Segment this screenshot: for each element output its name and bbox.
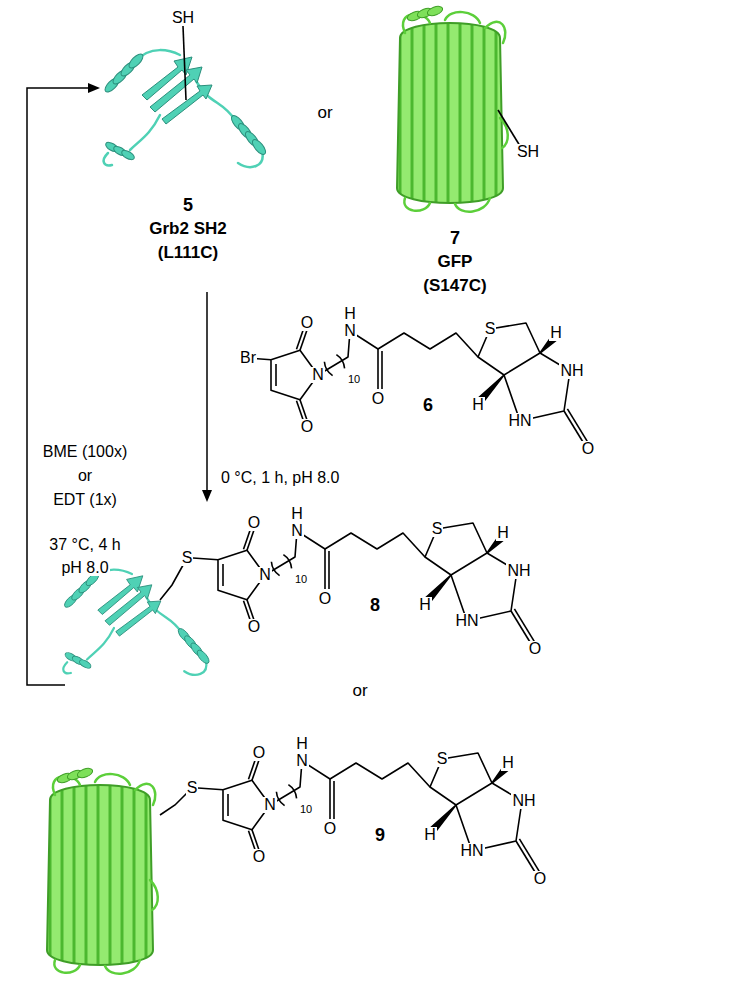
atom-label: H [423,827,437,843]
atom-label: NH [511,793,536,809]
compound-number: 6 [422,396,434,414]
atom-label: N [343,323,357,339]
gfp-cartoon [47,767,158,974]
or-label: or [351,682,368,699]
atom-label: HN [507,413,532,429]
atom-label: 10 [299,804,313,815]
atom-label: H [295,736,309,752]
reaction-arrow [202,292,212,502]
mutation-label: (L111C) [157,244,219,261]
atom-label: Br [239,350,257,366]
atom-label: H [418,597,432,613]
atom-label: O [323,821,337,837]
atom-label: S [186,780,199,796]
atom-label: 10 [347,374,361,385]
condition-text: or [77,468,93,484]
condition-text: pH 8.0 [60,560,109,576]
atom-label: H [343,306,357,322]
conjugate-structure [193,523,536,647]
atom-label: H [471,397,485,413]
bromomaleimide-structure [246,323,589,447]
atom-label: O [371,391,385,407]
atom-label: S [436,751,449,767]
atom-label: NH [506,563,531,579]
mutation-label: (S147C) [422,277,487,294]
atom-label: O [247,619,261,635]
atom-label: N [311,367,325,383]
atom-label: O [581,441,595,457]
atom-label: SH [171,10,195,26]
protein-name: GFP [437,253,474,270]
atom-label: O [252,849,266,865]
atom-label: O [528,641,542,657]
atom-label: N [295,753,309,769]
grb2-sh2-cartoon [63,570,212,675]
or-label: or [316,104,333,121]
atom-label: S [181,550,194,566]
atom-label: H [496,525,510,541]
atom-label: S [484,321,497,337]
gfp-cartoon [397,5,508,212]
cys-bond [183,26,186,100]
atom-label: N [263,797,277,813]
condition-text: EDT (1x) [52,492,118,508]
compound-number: 9 [374,826,386,844]
conjugate-structure [198,753,541,877]
compound-number: 8 [369,596,381,614]
atom-label: O [318,591,332,607]
atom-label: NH [559,363,584,379]
atom-label: H [549,325,563,341]
atom-label: O [247,515,261,531]
compound-number: 5 [182,196,194,214]
protein-name: Grb2 SH2 [148,220,227,237]
compound-number: 7 [449,229,461,247]
cys-bond [498,110,520,146]
condition-text: 0 °C, 1 h, pH 8.0 [220,470,340,486]
atom-label: SH [516,144,540,160]
atom-label: HN [454,613,479,629]
atom-label: O [300,315,314,331]
reverse-arrow [27,83,100,685]
atom-label: O [533,871,547,887]
atom-label: HN [459,843,484,859]
condition-text: 37 °C, 4 h [48,537,121,553]
atom-label: 10 [294,574,308,585]
condition-text: BME (100x) [42,444,128,460]
atom-label: H [501,755,515,771]
atom-label: N [290,523,304,539]
atom-label: O [300,419,314,435]
atom-label: O [252,745,266,761]
atom-label: S [431,521,444,537]
atom-label: N [258,567,272,583]
atom-label: H [290,506,304,522]
